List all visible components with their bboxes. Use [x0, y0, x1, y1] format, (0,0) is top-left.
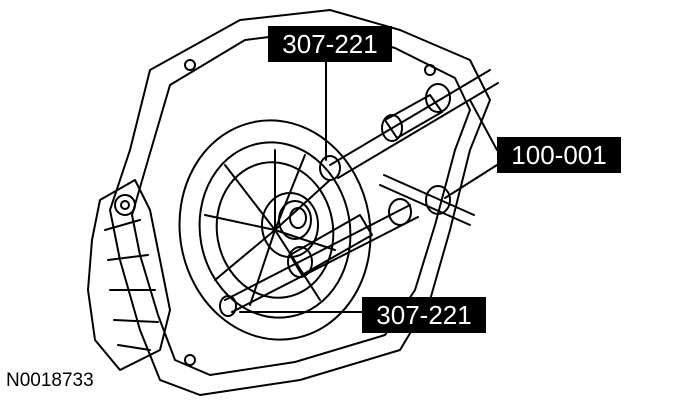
callout-307-221-top: 307-221	[268, 26, 392, 62]
t-handle-knob	[425, 185, 451, 215]
center-hub	[261, 192, 319, 258]
tool-upper-rod	[329, 69, 499, 179]
leader-right-1	[469, 99, 498, 151]
pump-disc-inner	[198, 141, 352, 319]
pump-disc-outer	[178, 119, 372, 341]
tool-lower-sleeve	[289, 214, 373, 276]
t-handle-bar	[379, 174, 475, 226]
callout-100-001: 100-001	[497, 137, 621, 173]
tool-lower-rod	[224, 204, 419, 313]
callout-307-221-bottom: 307-221	[362, 297, 486, 333]
bell-housing	[87, 179, 171, 371]
leader-right-2	[444, 164, 498, 199]
figure-id: N0018733	[6, 370, 94, 391]
